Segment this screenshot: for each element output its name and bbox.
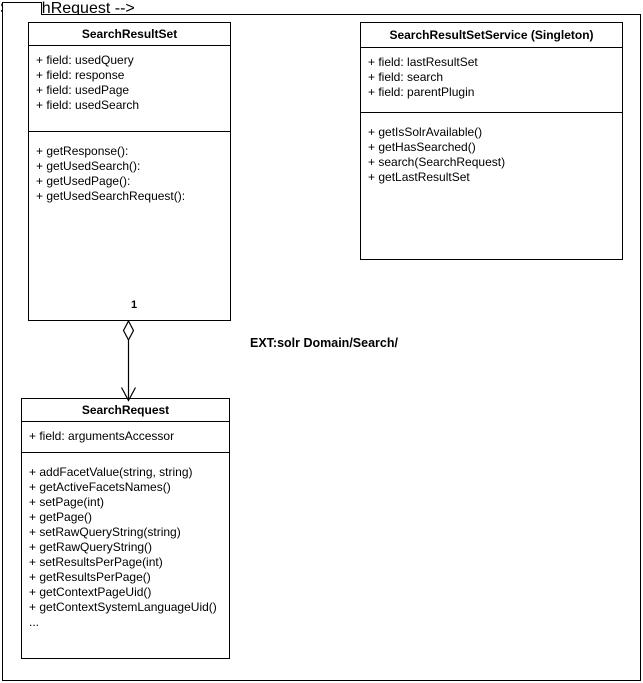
method-line: + getResponse(): <box>36 144 129 158</box>
method-line: + getRawQueryString() <box>29 540 153 554</box>
methods-compartment-search-request: + addFacetValue(string, string)+ getActi… <box>22 453 229 658</box>
method-line: + getLastResultSet <box>368 170 470 184</box>
field-line: + field: search <box>368 70 444 84</box>
method-line: + getContextPageUid() <box>29 585 152 599</box>
method-line: + search(SearchRequest) <box>368 155 506 169</box>
class-box-search-result-set-service: SearchResultSetService (Singleton) + fie… <box>360 22 623 260</box>
field-line: + field: usedSearch <box>36 98 140 112</box>
method-line: + getUsedSearchRequest(): <box>36 189 186 203</box>
method-line: + getHasSearched() <box>368 140 476 154</box>
class-title-search-result-set-service: SearchResultSetService (Singleton) <box>361 23 622 48</box>
method-line: + getUsedPage(): <box>36 174 131 188</box>
class-box-search-result-set: SearchResultSet + field: usedQuery+ fiel… <box>28 22 231 321</box>
field-line: + field: argumentsAccessor <box>29 429 175 443</box>
class-box-search-request: SearchRequest + field: argumentsAccessor… <box>21 398 230 659</box>
fields-compartment-search-request: + field: argumentsAccessor <box>22 422 229 453</box>
fields-compartment-search-result-set-service: + field: lastResultSet+ field: search+ f… <box>361 48 622 113</box>
field-line: + field: lastResultSet <box>368 55 478 69</box>
method-line: + getContextSystemLanguageUid() <box>29 600 217 614</box>
field-line: + field: parentPlugin <box>368 85 475 99</box>
class-title-search-request: SearchRequest <box>22 399 229 422</box>
method-line: + getResultsPerPage() <box>29 570 151 584</box>
class-title-search-result-set: SearchResultSet <box>29 23 230 46</box>
methods-compartment-search-result-set: + getResponse():+ getUsedSearch():+ getU… <box>29 132 230 320</box>
method-line: + setPage(int) <box>29 495 105 509</box>
method-line: + setRawQueryString(string) <box>29 525 181 539</box>
package-annotation-label: EXT:solr Domain/Search/ <box>250 336 398 350</box>
method-line: + getActiveFacetsNames() <box>29 480 171 494</box>
frame-tab <box>2 2 42 15</box>
method-line: + addFacetValue(string, string) <box>29 465 193 479</box>
field-line: + field: usedQuery <box>36 53 134 67</box>
methods-compartment-search-result-set-service: + getIsSolrAvailable()+ getHasSearched()… <box>361 113 622 259</box>
multiplicity-label: 1 <box>131 299 138 311</box>
method-line: + getUsedSearch(): <box>36 159 141 173</box>
field-line: + field: response <box>36 68 125 82</box>
method-line: + getIsSolrAvailable() <box>368 125 483 139</box>
field-line: + field: usedPage <box>36 83 130 97</box>
method-line: + setResultsPerPage(int) <box>29 555 163 569</box>
method-line: + getPage() <box>29 510 93 524</box>
fields-compartment-search-result-set: + field: usedQuery+ field: response+ fie… <box>29 46 230 132</box>
method-line: ... <box>29 615 40 629</box>
